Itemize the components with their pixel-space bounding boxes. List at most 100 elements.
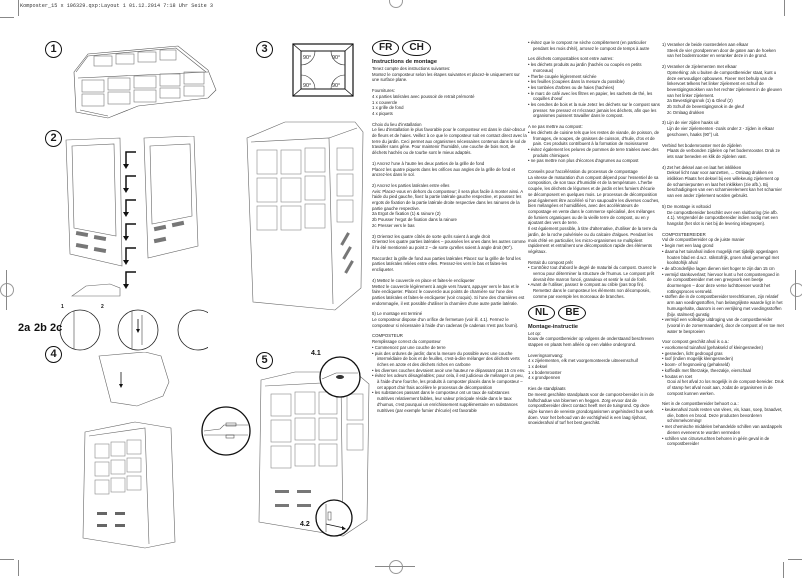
detail-label-2b: 2b (34, 322, 47, 334)
nl-bad-waste-item: • keukenafval zoals resten van vlees, vi… (662, 407, 783, 424)
nl-composter-item: • vermijd stankoverlast; hiervoor kunt u… (662, 271, 780, 294)
crop-mark (783, 562, 784, 578)
nl-step4-text: Deksel licht naar voor aanzetten, ... Om… (667, 170, 782, 199)
nl-step5-title: 5) De montage is voltooid (662, 203, 711, 209)
nl-step3b-title: Verbind het bodemrooster met de zijdelen (662, 142, 742, 148)
nl-supply-item: 4 x zijelementen, elk met voorgemonteerd… (528, 358, 638, 364)
fr-title: Instructions de montage (372, 59, 437, 65)
nl-note-title: Let op: (528, 330, 542, 336)
nl-composter-item: • daarna het tuinafval indien mogelijk m… (662, 248, 779, 266)
fr-composter-item: • Commencez par une couche de terre (372, 344, 446, 350)
fr-step4-text: Mettez le couvercle légèrement à angle v… (372, 283, 525, 306)
nl-step1-title: 1) Veranker de beide roosterdelen aan el… (662, 42, 749, 47)
nl-bad-waste-item: • met chemische middelen behandelde schi… (662, 424, 782, 435)
language-badges-nl-be: NL BE (528, 304, 660, 321)
base-grid-illustration (73, 45, 217, 119)
language-badges-fr-ch: FR CH (372, 40, 527, 56)
fr-not-compost-item: • les déchets de cuisine tels que les re… (528, 129, 659, 147)
nl-continued-column: 1) Veranker de beide roosterdelen aan el… (662, 42, 784, 447)
registration-line (795, 270, 796, 310)
detail-label-2a: 2a (18, 322, 31, 334)
fr-step1-text: Placez les quatre piquets dans les orifi… (372, 166, 516, 178)
fr-step5-title: 5) Le montage est terminé (372, 311, 423, 317)
crop-mark (0, 559, 14, 560)
fr-continued-column: • évitez que le compost ne sèche complèt… (528, 40, 660, 426)
nl-step2-item: 2a Bevestigingsnok (1) & Gleuf (2) (667, 98, 733, 104)
assembled-box-illustration (246, 121, 364, 311)
badge-ch: CH (402, 40, 431, 56)
nl-location-title: Kies de standplaats (528, 386, 566, 392)
fr-step5-text: Le composteur dispose d'un orifice de fe… (372, 317, 519, 328)
nl-composter-item: • begin met een laag grond (662, 243, 714, 249)
fr-step3-title: 3) Orientez les quatre côtés de sorte qu… (372, 233, 490, 239)
fr-supply-item: 4 x parties latérales avec poussoir de r… (372, 93, 475, 99)
nl-good-waste-item: • boom- of hegsnoeiing (gehakseld) (662, 362, 730, 368)
nl-step2-item: 2c Omlaag drukken (667, 109, 705, 115)
fr-waste-item: • les cendres de bois et la suie Jetez l… (528, 102, 660, 119)
fr-supply-item: 1 x grille de fond (372, 105, 404, 111)
fr-location-text: Le lieu d'installation le plus favorable… (372, 127, 527, 156)
nl-good-waste-item: • gesneden, licht gedroogd gras (662, 350, 723, 356)
fr-supply-item: 1 x couvercle (372, 99, 398, 105)
fr-step2-item: 2a Ergot de fixation (1) & rainure (2) (372, 211, 441, 217)
nl-step2-title: 2) Veranker de zijelementen met elkaar (662, 64, 737, 70)
fr-supplies-title: Fournitures: (372, 88, 395, 94)
nl-location-text: De meest geschikte standplaats voor de c… (528, 391, 654, 426)
fr-tips-text: La vitesse de maturation d'un compost dé… (528, 174, 660, 226)
svg-text:90°: 90° (332, 83, 340, 89)
badge-fr: FR (372, 40, 400, 56)
nl-composter-subtitle: Vul de compostbereider op de juiste mani… (662, 237, 745, 243)
registration-mark (790, 283, 802, 297)
crop-mark (0, 17, 14, 18)
crop-mark (18, 0, 19, 16)
angle-label: 90° (303, 55, 311, 61)
callout-1: 1 (61, 304, 64, 310)
nl-good-waste-title: Voor compost geschikt afval is o.a.: (662, 339, 730, 345)
nl-supply-item: 1 x deksel (528, 364, 548, 370)
fr-step2-title: 2) Ancrez les parties latérales entre el… (372, 182, 450, 188)
crop-mark (788, 559, 802, 560)
registration-mark (0, 283, 14, 297)
nl-good-waste-item: • houtas en roet (662, 373, 693, 379)
crop-mark (784, 0, 785, 16)
svg-text:90°: 90° (332, 55, 340, 61)
lid-attach-illustration (82, 352, 176, 549)
registration-mark (389, 0, 403, 8)
step-2-number: 2 (45, 130, 62, 147)
registration-mark (389, 560, 403, 574)
fr-composter-subtitle: Remplissage correct du composteur (372, 339, 441, 345)
fr-supply-item: 4 x piquets (372, 110, 393, 116)
nl-note-text: bouw de compostbereider op volgens de on… (528, 336, 654, 347)
fr-step2-item: 2c Presser vers le bas (372, 222, 415, 228)
nl-step3-title: 3) Lijn de vier zijden haaks uit (662, 120, 719, 126)
fr-waste-title: Les déchets compostables sont entre autr… (528, 56, 614, 62)
side-panels-illustration (65, 136, 199, 297)
nl-composter-title: COMPOSTBEREIDER (662, 231, 706, 237)
fr-ready-item: • Contrôlez tout d'abord le degré de mat… (528, 265, 657, 282)
nl-step4-title: 4) Zet het deksel aan en laat het inklik… (662, 164, 742, 170)
fr-waste-item: • les tombées d'arbres ou de haies (hach… (528, 84, 615, 90)
fr-intro-2: Montez le composteur selon les étapes su… (372, 71, 520, 83)
fr-composter-item: • les substances passant dans le compost… (372, 390, 518, 413)
fr-composter-item: • les diverses couches devraient avoir u… (372, 367, 526, 373)
print-slug: Komposter_15 x 106329.qxp:Layout 1 01.12… (20, 3, 214, 9)
hinge-detail-circle (201, 406, 251, 456)
lock-detail-circle-top (319, 356, 361, 398)
nl-title: Montage-instructie (528, 323, 579, 330)
nl-composter-item: • de afzonderlijke lagen dienen niet hog… (662, 265, 775, 271)
fr-step3b-text: Raccordez la grille de fond aux parties … (372, 255, 521, 273)
right-angle-diagram: 90° 90° 90° 90° (292, 43, 354, 97)
registration-line (6, 270, 7, 310)
hint-label-4-2: 4.2 (300, 521, 310, 528)
fr-ready-title: Retrait du compost prêt (528, 259, 573, 265)
fr-composter-title: COMPOSTEUR (372, 333, 403, 339)
nl-good-waste-item: • koffiedik met filterzakje, theezakje, … (662, 367, 751, 373)
fr-not-compost-title: A ne pas mettre au compost: (528, 124, 583, 130)
step-4-number: 4 (45, 346, 62, 363)
fr-waste-item: • les déchets produits au jardin (hachés… (528, 62, 642, 73)
nl-step2-text: Opmerking: als u buiten de compostbereid… (667, 69, 782, 98)
nl-bad-waste-item: • schillen van citrusvruchten behoren in… (662, 435, 770, 447)
badge-nl: NL (528, 304, 556, 321)
fr-ready-item: • Avant de l'utiliser, passez le compost… (528, 282, 651, 299)
fr-composter-item: • puis des ordures de jardin; dans la me… (372, 350, 520, 367)
